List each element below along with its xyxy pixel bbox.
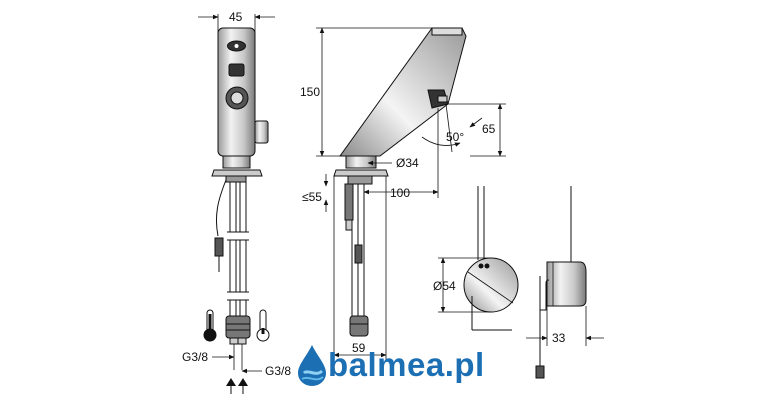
- hot-thermometer-icon: [203, 309, 217, 342]
- dim-reach: 100: [390, 186, 410, 200]
- front-view: 45: [182, 10, 291, 394]
- dim-thread-right: G3/8: [265, 364, 291, 378]
- brand-logo: balmea.pl: [328, 346, 485, 383]
- dim-deck-thickness: ≤55: [302, 190, 322, 204]
- cold-thermometer-icon: [256, 309, 270, 342]
- dim-hole-spacing: 59: [352, 341, 366, 355]
- dim-diameter-box: Ø54: [433, 279, 456, 293]
- dim-height-total: 150: [300, 85, 320, 99]
- dim-width-top: 45: [229, 10, 243, 24]
- flow-arrows-icon: [226, 378, 248, 394]
- dim-box-depth: 33: [552, 331, 566, 345]
- control-box-front: Ø54: [433, 186, 519, 331]
- dim-diameter-base: Ø34: [396, 156, 419, 170]
- dim-angle: 50°: [446, 130, 464, 144]
- water-drop-logo-icon: [298, 345, 326, 386]
- dim-height-outlet: 65: [482, 122, 496, 136]
- control-box-side: 33: [526, 186, 604, 379]
- side-view: 150 59 Ø34 100 ≤55: [300, 27, 506, 362]
- dim-thread-left: G3/8: [182, 350, 208, 364]
